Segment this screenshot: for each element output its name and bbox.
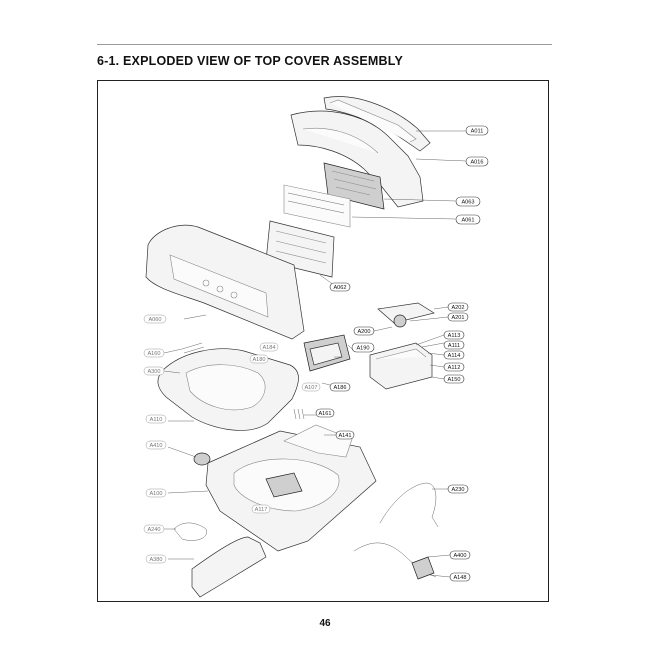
callout-a200-text: A200 — [357, 329, 370, 335]
part-a061-display-pcb — [283, 184, 351, 228]
callout-a112-text: A112 — [448, 365, 461, 371]
part-a230-harness — [379, 482, 439, 528]
part-a190-water-valve — [303, 334, 351, 372]
part-a100-top-cover — [205, 424, 377, 552]
callout-a117: A117 — [251, 504, 271, 514]
callout-a110: A110 — [145, 414, 167, 424]
callout-a230: A230 — [447, 484, 469, 494]
callout-a184-text: A184 — [262, 345, 275, 351]
callout-a186: A186 — [329, 382, 351, 392]
callout-a113-text: A113 — [448, 333, 461, 339]
part-a380-bracket — [191, 536, 267, 598]
callout-a160: A160 — [143, 348, 165, 358]
callout-a161-text: A161 — [318, 411, 331, 417]
callout-a400-text: A400 — [453, 553, 466, 559]
part-a300-lid — [157, 348, 299, 431]
callout-a240-text: A240 — [147, 527, 160, 533]
callout-a200: A200 — [353, 326, 375, 336]
callout-a016-text: A016 — [470, 160, 483, 166]
callout-a141-text: A141 — [338, 433, 351, 439]
callout-a016: A016 — [465, 156, 489, 167]
callout-a061-text: A061 — [461, 218, 474, 224]
callout-a114-text: A114 — [448, 353, 461, 359]
callout-a201-text: A201 — [451, 315, 464, 321]
callout-a100: A100 — [145, 488, 167, 498]
callout-a063-text: A063 — [461, 200, 474, 206]
callout-a117-text: A117 — [255, 507, 268, 513]
callout-a300-lid-text: A300 — [147, 369, 160, 375]
part-a200-assembly — [377, 302, 435, 328]
header-rule — [97, 44, 552, 45]
callout-a110-text: A110 — [150, 417, 163, 423]
callout-a150-text: A150 — [447, 377, 460, 383]
callout-a062-text: A062 — [333, 285, 346, 291]
callout-a202-text: A202 — [451, 305, 464, 311]
callout-a161: A161 — [315, 408, 335, 418]
part-a240-harness — [173, 522, 207, 541]
page-title: 6-1. EXPLODED VIEW OF TOP COVER ASSEMBLY — [97, 54, 403, 68]
callout-a190: A190 — [351, 342, 375, 353]
callout-a111: A111 — [443, 340, 465, 350]
callout-a410-text: A410 — [149, 443, 162, 449]
callout-a380-text: A380 — [149, 557, 162, 563]
callout-a107-text: A107 — [304, 385, 317, 391]
callout-a148-text: A148 — [453, 575, 466, 581]
leader-lines — [163, 130, 467, 578]
exploded-view-diagram: A011 A016 A063 A061 A062 A060 A202 A201 … — [143, 96, 489, 598]
callout-a240: A240 — [143, 524, 165, 534]
callout-a410: A410 — [145, 440, 167, 450]
callout-a148: A148 — [449, 572, 471, 582]
callout-a113: A113 — [443, 330, 465, 340]
callout-a112: A112 — [443, 362, 465, 372]
callout-a380: A380 — [145, 554, 167, 564]
callout-a107: A107 — [301, 382, 321, 392]
callout-a060-text: A060 — [148, 317, 161, 323]
part-a060-control-housing — [145, 224, 305, 340]
page-number: 46 — [319, 618, 331, 629]
callout-a011: A011 — [465, 125, 489, 136]
callout-a190-text: A190 — [356, 346, 369, 352]
callout-a063: A063 — [455, 196, 481, 207]
callout-a186-text: A186 — [333, 385, 346, 391]
part-a011-decor-strip — [323, 96, 431, 152]
part-a161-clips — [293, 408, 305, 420]
callout-a150: A150 — [443, 374, 465, 384]
part-a410-knob — [193, 452, 211, 466]
callout-a180: A180 — [249, 354, 269, 364]
callout-a184: A184 — [259, 342, 279, 352]
callout-a300-lid: A300 — [143, 366, 165, 376]
callout-a062: A062 — [329, 282, 351, 292]
callout-a011-text: A011 — [471, 129, 484, 135]
part-a016-back-panel — [290, 110, 424, 208]
callout-a230-text: A230 — [451, 487, 464, 493]
part-a112-dispenser-box — [369, 342, 433, 390]
callout-a180-text: A180 — [252, 357, 265, 363]
part-a150-hinge — [181, 342, 205, 354]
callout-a201: A201 — [447, 312, 469, 322]
callout-a061: A061 — [455, 214, 481, 225]
callout-a100-text: A100 — [149, 491, 162, 497]
part-a400-harness — [353, 542, 437, 580]
diagram-frame: A011 A016 A063 A061 A062 A060 A202 A201 … — [97, 80, 549, 602]
callout-a400: A400 — [449, 550, 471, 560]
callout-a060: A060 — [143, 314, 167, 324]
callout-a111-text: A111 — [448, 343, 460, 349]
callout-a202: A202 — [447, 302, 469, 312]
callout-a114: A114 — [443, 350, 465, 360]
callout-a141: A141 — [335, 430, 355, 440]
callout-a160-text: A160 — [147, 351, 160, 357]
